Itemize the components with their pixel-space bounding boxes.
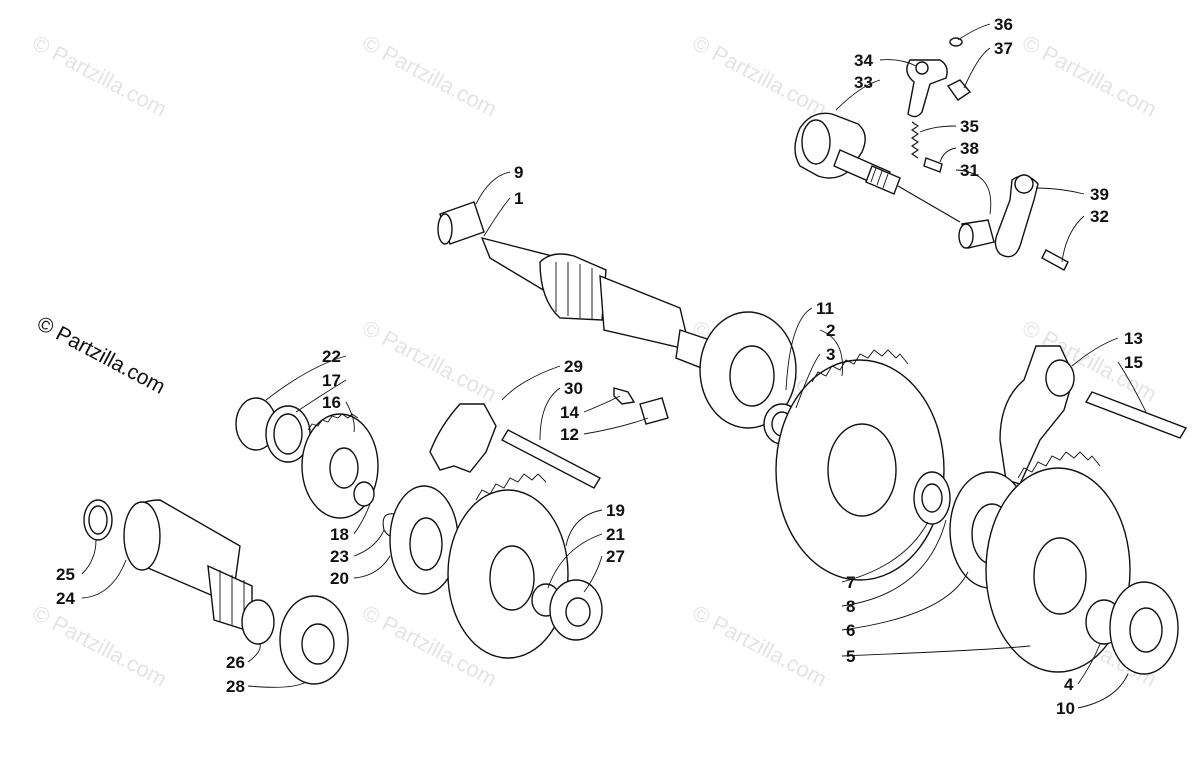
callout-2: 2 (826, 321, 835, 340)
callout-9: 9 (514, 163, 523, 182)
callout-28: 28 (226, 677, 245, 696)
callout-19: 19 (606, 501, 625, 520)
callout-32: 32 (1090, 207, 1109, 226)
callout-3: 3 (826, 345, 835, 364)
callout-24: 24 (56, 589, 75, 608)
callout-15: 15 (1124, 353, 1143, 372)
callout-21: 21 (606, 525, 625, 544)
callout-33: 33 (854, 73, 873, 92)
callout-35: 35 (960, 117, 979, 136)
callout-5: 5 (846, 647, 855, 666)
callout-22: 22 (322, 347, 341, 366)
shift-shaft-assembly (794, 37, 1069, 271)
callout-34: 34 (854, 51, 873, 70)
callout-26: 26 (226, 653, 245, 672)
callout-18: 18 (330, 525, 349, 544)
shift-fork-right (913, 345, 1188, 675)
callout-12: 12 (560, 425, 579, 444)
lower-left-shaft (83, 499, 349, 685)
callout-38: 38 (960, 139, 979, 158)
callout-6: 6 (846, 621, 855, 640)
callout-23: 23 (330, 547, 349, 566)
callout-1: 1 (514, 189, 523, 208)
callout-7: 7 (846, 573, 855, 592)
callout-11: 11 (816, 299, 834, 318)
main-shaft-assembly (437, 201, 945, 581)
callout-25: 25 (56, 565, 75, 584)
callout-27: 27 (606, 547, 625, 566)
leader-lines (81, 23, 1147, 709)
callout-20: 20 (330, 569, 349, 588)
callout-31: 31 (960, 161, 979, 180)
callout-14: 14 (560, 403, 579, 422)
middle-gear-cluster (235, 387, 669, 659)
callout-39: 39 (1090, 185, 1109, 204)
callout-8: 8 (846, 597, 855, 616)
callout-37: 37 (994, 39, 1013, 58)
callout-16: 16 (322, 393, 341, 412)
callout-13: 13 (1124, 329, 1143, 348)
callout-10: 10 (1056, 699, 1075, 718)
callout-17: 17 (322, 371, 341, 390)
callout-4: 4 (1064, 675, 1074, 694)
callout-36: 36 (994, 15, 1013, 34)
callout-29: 29 (564, 357, 583, 376)
callout-30: 30 (564, 379, 583, 398)
callout-numbers: 36 37 34 33 35 38 31 39 32 9 1 11 2 3 13… (56, 15, 1143, 718)
